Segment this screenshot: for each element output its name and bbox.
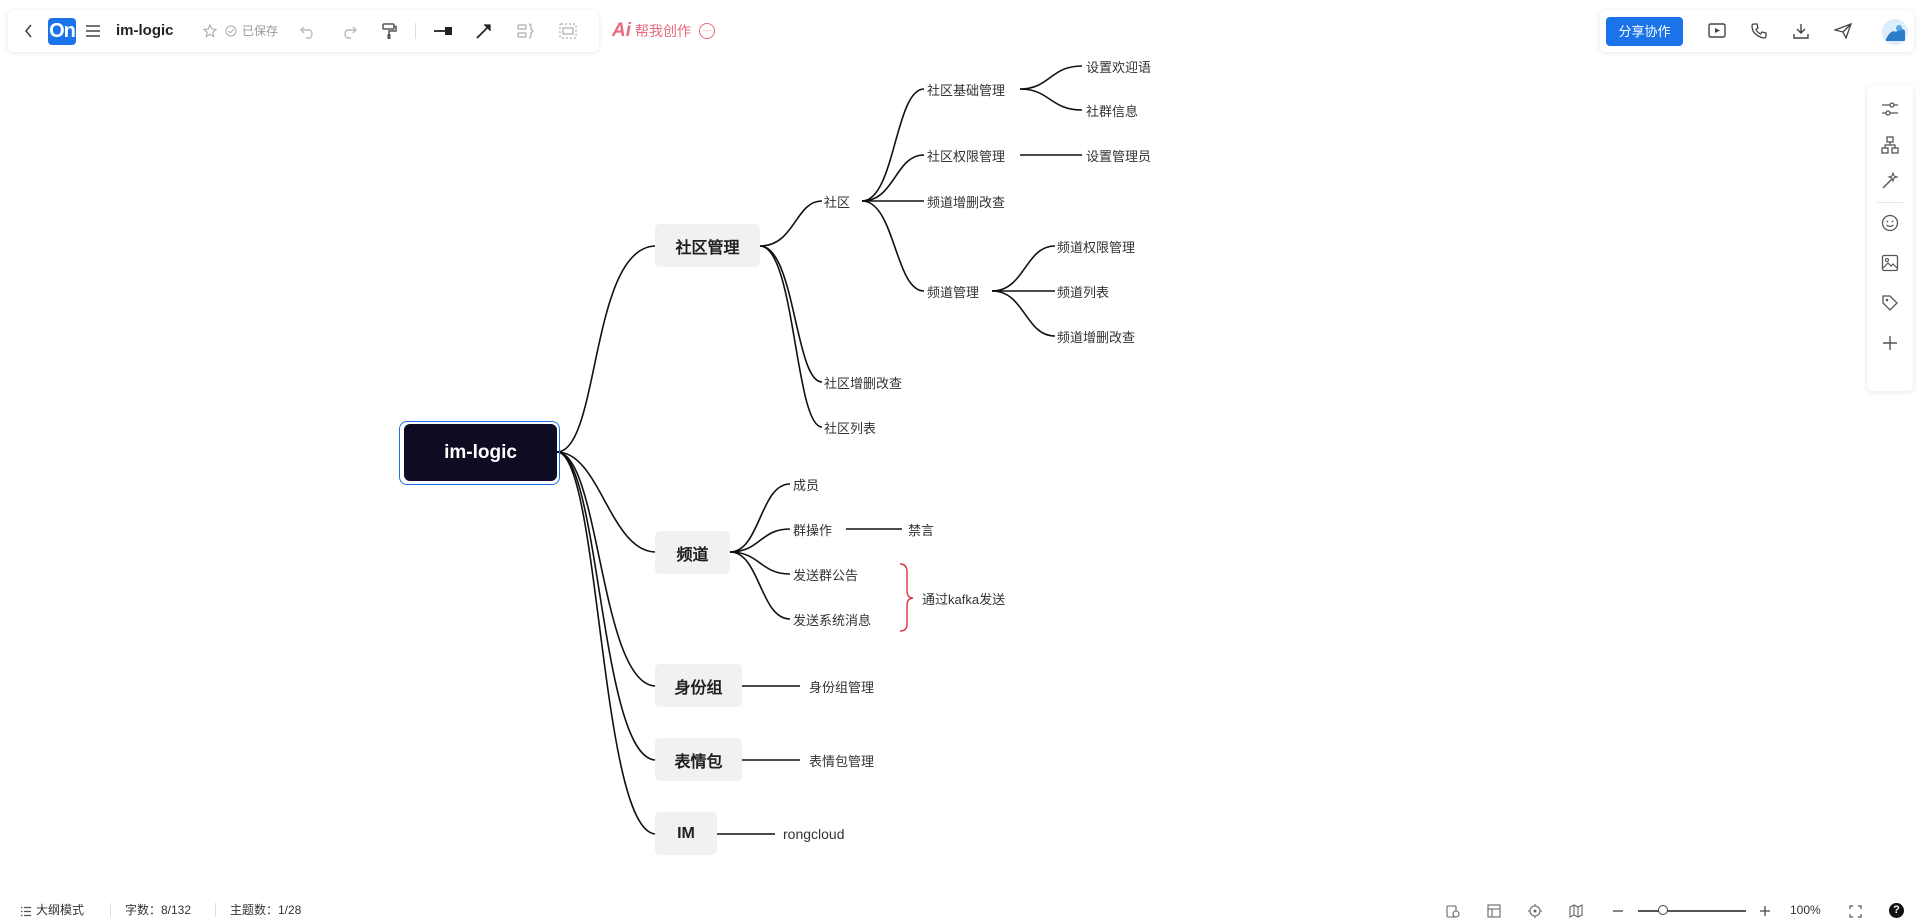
subtopic-set-admin[interactable]: 设置管理员 bbox=[1086, 148, 1152, 164]
send-icon[interactable] bbox=[1828, 10, 1858, 52]
zoom-slider-track[interactable] bbox=[1638, 910, 1746, 912]
subtopic-community-crud[interactable]: 社区增删改查 bbox=[824, 375, 903, 391]
status-divider bbox=[215, 903, 216, 917]
add-icon[interactable] bbox=[1867, 328, 1913, 358]
locate-icon[interactable] bbox=[1528, 904, 1542, 918]
zoom-out-icon[interactable] bbox=[1611, 904, 1625, 918]
toolbar-divider bbox=[415, 23, 416, 39]
layout-icon[interactable] bbox=[1487, 904, 1501, 918]
saved-status: 已保存 bbox=[242, 24, 279, 38]
word-count: 字数：8/132 bbox=[125, 903, 192, 917]
topic-role-group[interactable]: 身份组 bbox=[655, 664, 742, 707]
zoom-in-icon[interactable] bbox=[1758, 904, 1772, 918]
topic-emoji-pack[interactable]: 表情包 bbox=[655, 738, 742, 781]
subtopic-emoji-management[interactable]: 表情包管理 bbox=[809, 753, 875, 769]
connector-arrow-icon[interactable] bbox=[472, 10, 496, 52]
subtopic-channel-crud-2[interactable]: 频道增删改查 bbox=[1057, 329, 1136, 345]
status-bar: 大纲模式 字数：8/132 主题数：1/28 100% ? bbox=[0, 898, 1920, 923]
emoji-icon[interactable] bbox=[1867, 208, 1913, 238]
status-divider bbox=[110, 903, 111, 917]
app-logo[interactable]: On bbox=[48, 18, 76, 45]
zoom-level[interactable]: 100% bbox=[1790, 903, 1821, 917]
summary-icon[interactable] bbox=[514, 10, 538, 52]
subtopic-channel-crud[interactable]: 频道增删改查 bbox=[927, 194, 1006, 210]
redo-icon[interactable] bbox=[338, 10, 360, 52]
structure-icon[interactable] bbox=[1867, 130, 1913, 160]
document-title[interactable]: im-logic bbox=[116, 22, 174, 39]
subtopic-group-info[interactable]: 社群信息 bbox=[1086, 103, 1139, 119]
present-icon[interactable] bbox=[1702, 10, 1732, 52]
style-icon[interactable] bbox=[1867, 94, 1913, 124]
topic-community-management[interactable]: 社区管理 bbox=[655, 224, 760, 267]
side-divider bbox=[1877, 202, 1903, 203]
outline-icon[interactable] bbox=[19, 904, 33, 918]
topic-count: 主题数：1/28 bbox=[230, 903, 302, 917]
subtopic-group-ops[interactable]: 群操作 bbox=[793, 522, 833, 538]
subtopic-channel-permission[interactable]: 频道权限管理 bbox=[1057, 239, 1136, 255]
saved-check-icon bbox=[224, 10, 238, 52]
avatar[interactable] bbox=[1882, 19, 1908, 45]
zoom-slider-thumb[interactable] bbox=[1657, 905, 1668, 915]
root-topic[interactable]: im-logic bbox=[404, 424, 557, 481]
top-right-bar: 分享协作 bbox=[1600, 10, 1914, 52]
tag-icon[interactable] bbox=[1867, 288, 1913, 318]
share-button[interactable]: 分享协作 bbox=[1606, 17, 1683, 46]
subtopic-community-list[interactable]: 社区列表 bbox=[824, 420, 877, 436]
subtopic-members[interactable]: 成员 bbox=[793, 477, 820, 493]
ai-logo: Ai bbox=[612, 20, 631, 41]
subtopic-send-system-message[interactable]: 发送系统消息 bbox=[793, 612, 872, 628]
image-icon[interactable] bbox=[1867, 248, 1913, 278]
theme-icon[interactable] bbox=[1867, 166, 1913, 196]
right-side-panel bbox=[1867, 85, 1913, 391]
fullscreen-icon[interactable] bbox=[1848, 904, 1862, 918]
subtopic-channel-list[interactable]: 频道列表 bbox=[1057, 284, 1110, 300]
branch-style-icon[interactable] bbox=[431, 10, 455, 52]
history-icon[interactable] bbox=[1446, 904, 1460, 918]
back-icon[interactable] bbox=[20, 10, 38, 52]
subtopic-mute[interactable]: 禁言 bbox=[908, 522, 935, 538]
undo-icon[interactable] bbox=[297, 10, 319, 52]
ai-more-icon[interactable]: ··· bbox=[699, 23, 715, 39]
subtopic-rongcloud[interactable]: rongcloud bbox=[783, 826, 845, 842]
root-selection-outline bbox=[399, 421, 560, 485]
minimap-icon[interactable] bbox=[1569, 904, 1583, 918]
subtopic-set-welcome[interactable]: 设置欢迎语 bbox=[1086, 59, 1152, 75]
outline-mode-button[interactable]: 大纲模式 bbox=[36, 903, 85, 917]
subtopic-channel-management[interactable]: 频道管理 bbox=[927, 284, 980, 300]
call-icon[interactable] bbox=[1744, 10, 1774, 52]
summary-kafka[interactable]: 通过kafka发送 bbox=[922, 591, 1006, 607]
topic-channel[interactable]: 频道 bbox=[655, 531, 730, 574]
subtopic-community[interactable]: 社区 bbox=[824, 194, 851, 210]
help-icon[interactable]: ? bbox=[1889, 903, 1904, 918]
topic-im[interactable]: IM bbox=[655, 812, 717, 855]
format-painter-icon[interactable] bbox=[378, 10, 400, 52]
frame-icon[interactable] bbox=[556, 10, 580, 52]
top-toolbar: On im-logic 已保存 bbox=[8, 10, 599, 52]
subtopic-community-basic[interactable]: 社区基础管理 bbox=[927, 82, 1006, 98]
menu-icon[interactable] bbox=[84, 10, 102, 52]
ai-assistant[interactable]: Ai 帮我创作 ··· bbox=[612, 10, 715, 52]
star-icon[interactable] bbox=[202, 10, 218, 52]
download-icon[interactable] bbox=[1786, 10, 1816, 52]
subtopic-role-management[interactable]: 身份组管理 bbox=[809, 679, 875, 695]
subtopic-community-permission[interactable]: 社区权限管理 bbox=[927, 148, 1006, 164]
subtopic-send-announcement[interactable]: 发送群公告 bbox=[793, 567, 859, 583]
ai-label[interactable]: 帮我创作 bbox=[635, 23, 691, 39]
